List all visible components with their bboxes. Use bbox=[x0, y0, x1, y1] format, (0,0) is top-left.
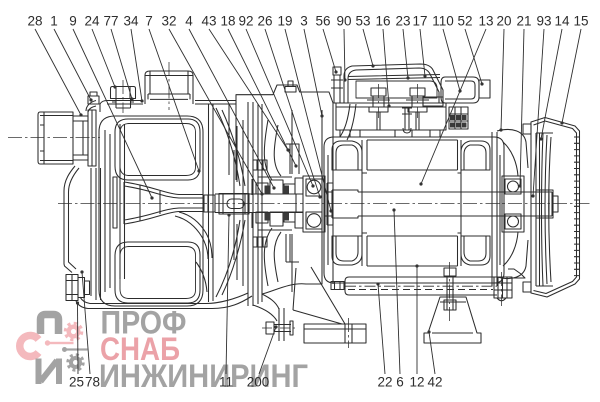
svg-text:1: 1 bbox=[50, 14, 58, 29]
svg-text:77: 77 bbox=[103, 14, 118, 29]
svg-text:СНАБ: СНАБ bbox=[100, 331, 180, 367]
svg-text:7: 7 bbox=[145, 14, 153, 29]
svg-text:9: 9 bbox=[69, 14, 77, 29]
svg-text:ПРОФ: ПРОФ bbox=[101, 305, 187, 341]
svg-text:28: 28 bbox=[27, 14, 42, 29]
svg-text:52: 52 bbox=[457, 14, 472, 29]
svg-text:24: 24 bbox=[84, 14, 100, 29]
svg-text:3: 3 bbox=[300, 14, 308, 29]
svg-text:17: 17 bbox=[412, 14, 427, 29]
svg-text:90: 90 bbox=[336, 14, 351, 29]
svg-text:20: 20 bbox=[496, 14, 511, 29]
svg-text:12: 12 bbox=[409, 375, 424, 390]
svg-text:13: 13 bbox=[478, 14, 493, 29]
svg-text:92: 92 bbox=[238, 14, 253, 29]
svg-text:15: 15 bbox=[573, 14, 588, 29]
svg-text:56: 56 bbox=[315, 14, 330, 29]
svg-text:16: 16 bbox=[375, 14, 390, 29]
svg-text:32: 32 bbox=[161, 14, 176, 29]
svg-text:110: 110 bbox=[432, 14, 454, 29]
svg-text:43: 43 bbox=[201, 14, 216, 29]
svg-text:22: 22 bbox=[377, 375, 392, 390]
svg-text:6: 6 bbox=[396, 375, 404, 390]
svg-text:26: 26 bbox=[257, 14, 272, 29]
svg-text:42: 42 bbox=[427, 375, 442, 390]
svg-text:14: 14 bbox=[554, 14, 570, 29]
svg-text:93: 93 bbox=[536, 14, 551, 29]
svg-text:53: 53 bbox=[355, 14, 370, 29]
svg-text:4: 4 bbox=[185, 14, 193, 29]
svg-text:ИНЖИНИРИНГ: ИНЖИНИРИНГ bbox=[99, 358, 308, 394]
svg-text:200: 200 bbox=[247, 375, 270, 390]
svg-text:78: 78 bbox=[85, 375, 100, 390]
svg-text:23: 23 bbox=[395, 14, 410, 29]
svg-text:25: 25 bbox=[69, 375, 84, 390]
svg-text:18: 18 bbox=[220, 14, 235, 29]
svg-text:21: 21 bbox=[516, 14, 531, 29]
svg-text:19: 19 bbox=[277, 14, 292, 29]
svg-text:34: 34 bbox=[123, 14, 139, 29]
svg-text:11: 11 bbox=[219, 375, 233, 390]
